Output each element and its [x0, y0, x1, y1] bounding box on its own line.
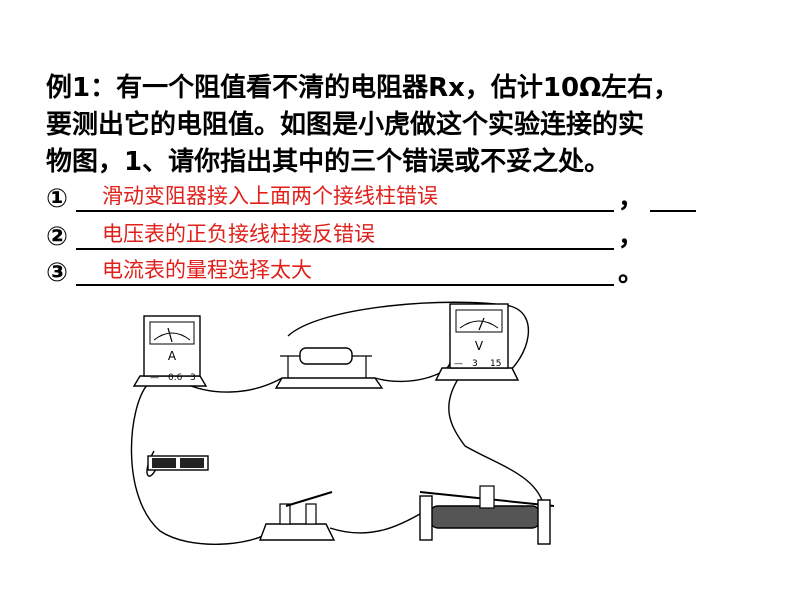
answer-punct: 。	[618, 258, 645, 288]
question-line-3: 物图，1、请你指出其中的三个错误或不妥之处。	[46, 147, 611, 177]
battery-icon	[147, 455, 209, 471]
voltmeter-terminal-15: 15	[490, 359, 501, 369]
question-line-2: 要测出它的电阻值。如图是小虎做这个实验连接的实	[46, 110, 645, 140]
switch-icon	[258, 491, 336, 541]
ammeter-letter: A	[168, 349, 177, 363]
answer-punct: ，	[618, 222, 645, 252]
circuit-figure: A — 0.6 3 V — 3 15	[130, 301, 555, 545]
answer-row-2: ② 电压表的正负接线柱接反错误 ，	[46, 222, 666, 256]
ammeter-terminal-0.6: 0.6	[168, 373, 183, 383]
answer-blank	[76, 222, 614, 250]
answer-blank	[76, 258, 614, 286]
answer-text: 电压表的正负接线柱接反错误	[102, 222, 375, 246]
answer-text: 滑动变阻器接入上面两个接线柱错误	[102, 184, 438, 208]
short-blank	[650, 184, 696, 212]
ammeter-icon	[132, 315, 208, 387]
resistor-icon	[274, 347, 384, 389]
answer-marker: ③	[46, 258, 69, 288]
answer-row-1: ① 滑动变阻器接入上面两个接线柱错误 ，	[46, 184, 696, 218]
question-line-1: 例1：有一个阻值看不清的电阻器Rx，估计10Ω左右，	[46, 73, 680, 103]
rheostat-icon	[419, 485, 555, 545]
voltmeter-terminal-neg: —	[454, 359, 463, 369]
voltmeter-icon	[434, 303, 520, 381]
voltmeter-letter: V	[475, 339, 484, 353]
ammeter-terminal-3: 3	[190, 373, 196, 383]
answer-blank	[76, 184, 614, 212]
answer-punct: ，	[618, 184, 645, 214]
answer-text: 电流表的量程选择太大	[102, 258, 312, 282]
answer-row-3: ③ 电流表的量程选择太大 。	[46, 258, 666, 292]
answer-marker: ①	[46, 184, 69, 214]
ammeter-terminal-neg: —	[150, 373, 159, 383]
voltmeter-terminal-3: 3	[472, 359, 478, 369]
answer-marker: ②	[46, 222, 69, 252]
